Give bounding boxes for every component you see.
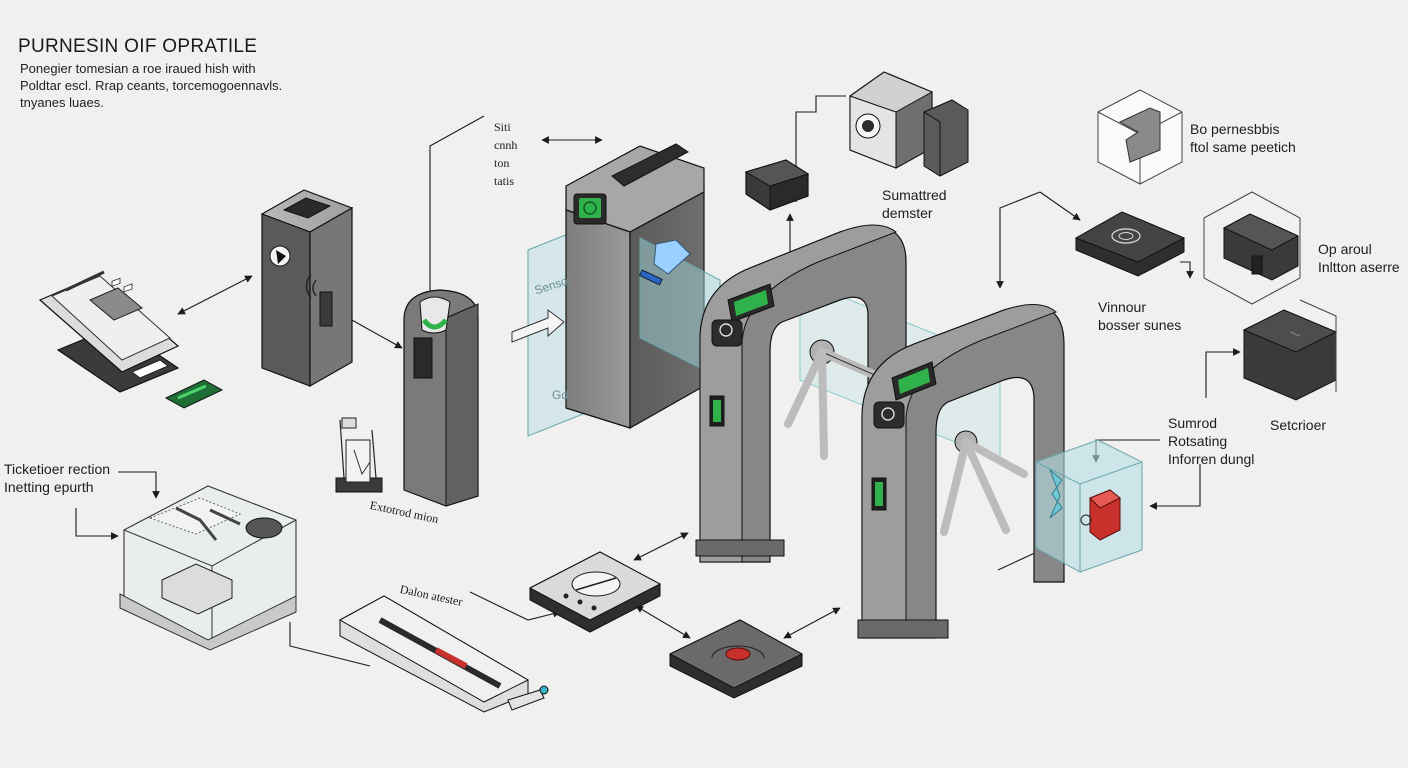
setcrioer-label: Setcrioer: [1270, 417, 1327, 433]
top-right-label: Bo pernesbbis ftol same peetich: [1190, 120, 1296, 156]
sumrod-line: Rotsating: [1168, 433, 1228, 449]
sensor-note-label: Siti cnnh ton tatis: [494, 118, 517, 190]
surveillance-line: demster: [882, 205, 933, 221]
surveillance-line: Sumattred: [882, 187, 947, 203]
hex-frame-icon: [1203, 191, 1301, 305]
cube-outline-icon: [1097, 89, 1183, 185]
tripod-turnstile-icon: [695, 224, 907, 563]
control-module-icon: [1035, 439, 1143, 573]
glass-bottom-label: Gd: [552, 388, 569, 402]
card-reader-tower-icon: [260, 189, 354, 388]
sumrod-line: Inforren dungl: [1168, 451, 1255, 467]
vinnour-line: Vinnour: [1098, 299, 1147, 315]
camera-module-icon: [849, 71, 969, 177]
ticket-label: Ticketioer rection Inetting epurth: [4, 460, 110, 496]
top-right-line: Bo pernesbbis: [1190, 121, 1280, 137]
sensor-note-line: cnnh: [494, 138, 518, 152]
vinnour-label: Vinnour bosser sunes: [1098, 298, 1181, 334]
security-camera-icon: [744, 159, 810, 211]
ticket-kiosk-icon: [403, 289, 479, 507]
subtitle-line: Ponegier tomesian a roe iraued hish with: [20, 61, 256, 76]
payment-terminal-icon: [38, 270, 180, 393]
tripod-turnstile-2-icon: [857, 304, 1065, 639]
floor-pad-icon: [528, 551, 662, 633]
sumrod-label: Sumrod Rotsating Inforren dungl: [1168, 414, 1254, 468]
vinnour-line: bosser sunes: [1098, 317, 1182, 333]
floor-pad-2-icon: [668, 619, 804, 699]
subtitle-line: Poldtar escl. Rrap ceants, torcemogoenna…: [20, 78, 283, 93]
sensor-tower-icon: [565, 143, 721, 430]
top-right-line: ftol same peetich: [1190, 139, 1296, 155]
ticket-tray-icon: [119, 485, 297, 651]
sensor-note-line: tatis: [494, 174, 514, 188]
ticket-rail-icon: [338, 595, 549, 713]
subtitle-line: tnyanes luaes.: [20, 95, 104, 110]
vinnour-device-icon: [1074, 211, 1186, 277]
right-mid-label: Op aroul Inltton aserre: [1318, 240, 1400, 276]
diagram-title: PURNESIN OIF OPRATILE: [18, 36, 258, 57]
diagram-subtitle: Ponegier tomesian a roe iraued hish with…: [20, 60, 282, 111]
surveillance-label: Sumattred demster: [882, 186, 947, 222]
sensor-note-line: Siti: [494, 120, 511, 134]
ticket-line: Ticketioer rection: [4, 461, 111, 477]
right-mid-line: Op aroul: [1318, 241, 1372, 257]
right-mid-line: Inltton aserre: [1318, 259, 1400, 275]
small-dispenser-icon: [335, 417, 383, 493]
setcrioer-box-icon: [1242, 299, 1338, 401]
sensor-note-line: ton: [494, 156, 510, 170]
sumrod-line: Sumrod: [1168, 415, 1218, 431]
ticket-line: Inetting epurth: [4, 479, 94, 495]
card-icon: [164, 379, 224, 409]
